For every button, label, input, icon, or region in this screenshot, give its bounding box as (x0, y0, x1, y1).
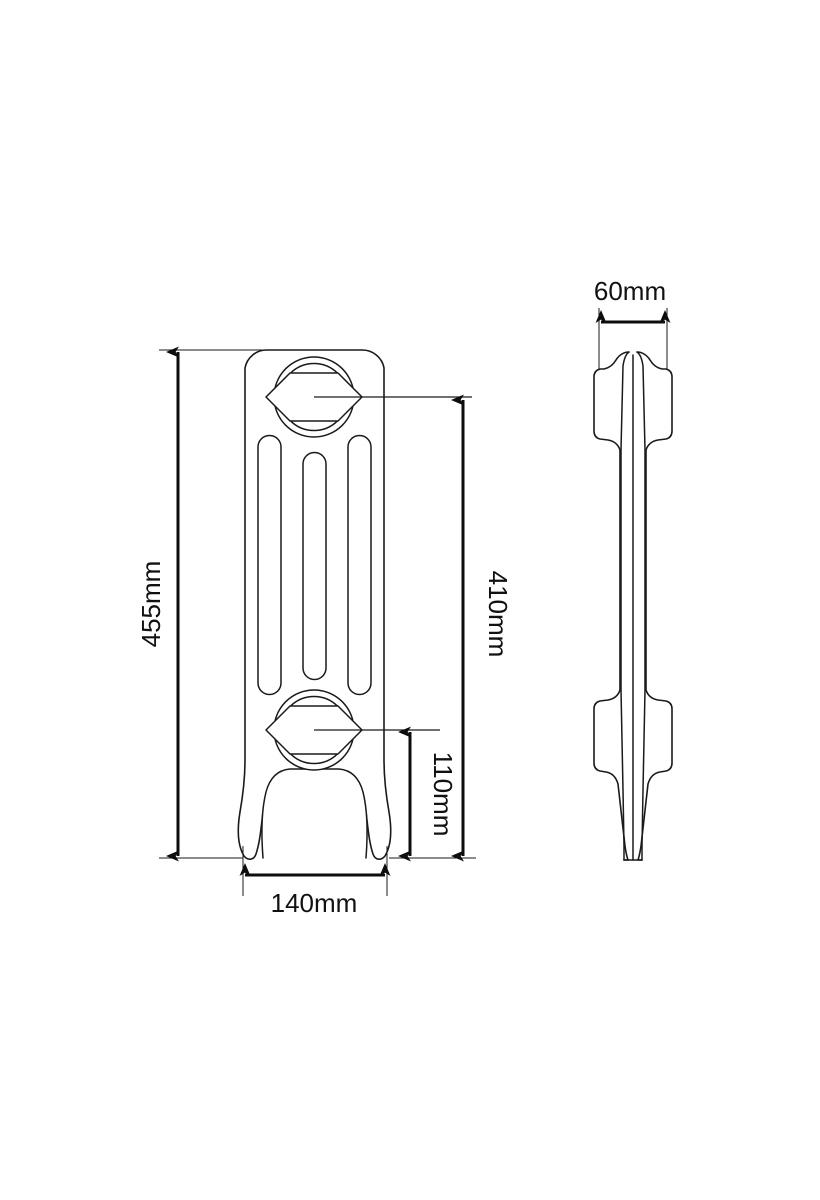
front-view (237, 349, 392, 860)
side-view (593, 351, 673, 861)
dim-label-410mm: 410mm (483, 571, 513, 658)
dim-label-60mm: 60mm (594, 276, 666, 306)
dimension-110mm: 110mm (398, 726, 458, 862)
column-slot-right (347, 434, 372, 696)
dim-label-140mm: 140mm (271, 888, 358, 918)
dimension-60mm: 60mm (594, 276, 671, 370)
foot-arch-detail (261, 768, 368, 859)
side-spine-left-edge (620, 351, 630, 861)
dimension-455mm: 455mm (136, 346, 286, 862)
column-slot-left (257, 434, 282, 696)
dim-label-455mm: 455mm (136, 561, 166, 648)
dim-label-110mm: 110mm (428, 752, 458, 837)
column-slot-centre (302, 451, 327, 681)
side-spine-right-edge (636, 351, 646, 861)
dimension-140mm: 140mm (239, 846, 391, 918)
